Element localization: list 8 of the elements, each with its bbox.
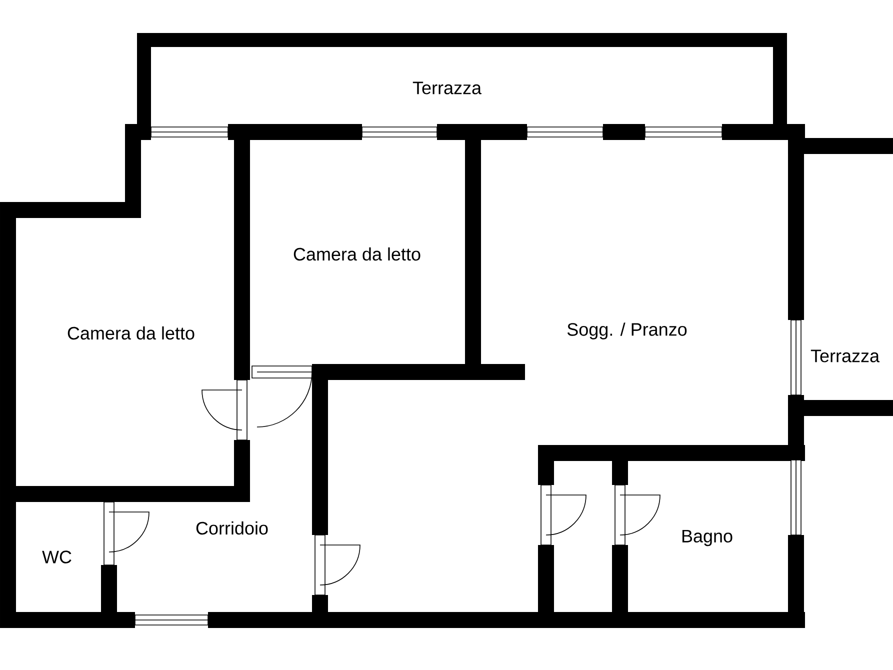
- room-label: Camera da letto: [68, 326, 194, 340]
- room-label: Camera da letto: [294, 247, 420, 261]
- room-label: Terrazza: [810, 350, 880, 362]
- room-label: Corridoio: [196, 521, 268, 535]
- room-label: Sogg. / Pranzo: [567, 322, 687, 340]
- room-label: Bagno: [682, 530, 732, 546]
- room-label: WC: [42, 550, 72, 564]
- room-label: Terrazza: [412, 82, 482, 94]
